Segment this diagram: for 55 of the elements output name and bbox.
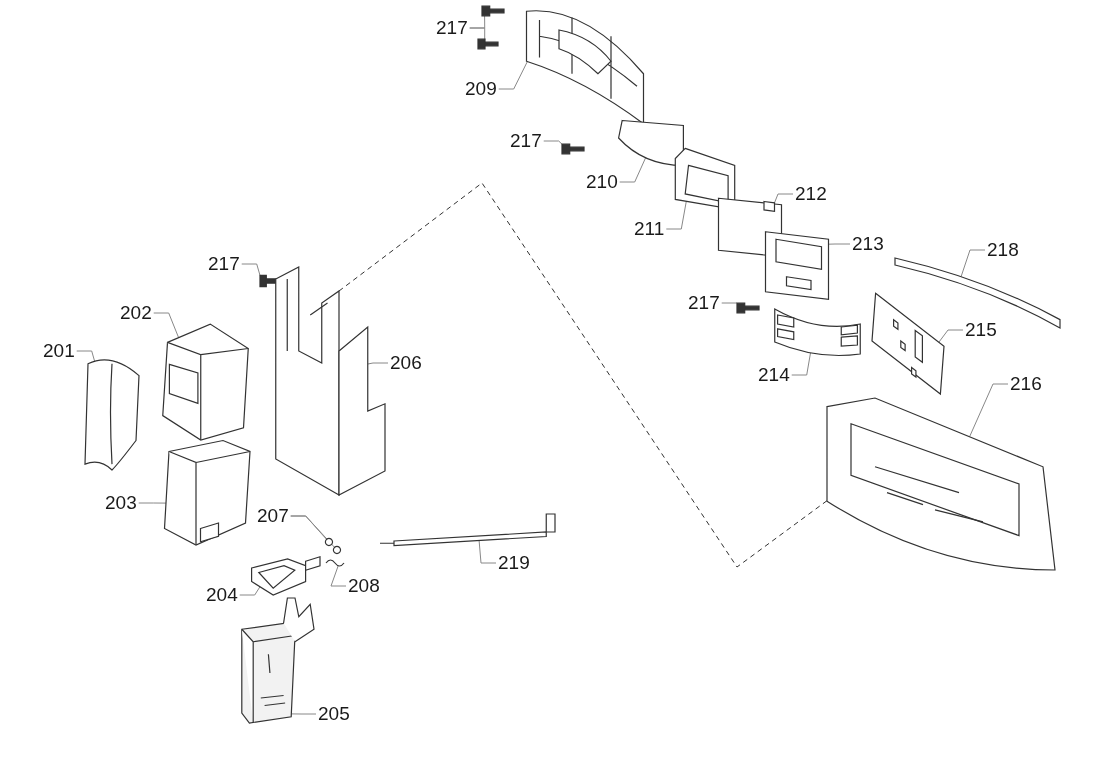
leader-line — [791, 352, 811, 376]
leader-line — [721, 302, 738, 304]
screw-drawing — [478, 38, 498, 50]
callout-number: 201 — [43, 340, 75, 362]
screw-drawing — [260, 274, 278, 288]
part-drawing — [238, 598, 314, 723]
callout-number: 203 — [105, 492, 137, 514]
leader-line — [330, 565, 347, 587]
screw-drawing — [562, 143, 584, 155]
callout-number: 207 — [257, 505, 289, 527]
leader-line — [239, 586, 261, 596]
callout-number: 213 — [852, 233, 884, 255]
callout-number: 205 — [318, 703, 350, 725]
leader-line — [138, 502, 167, 504]
leader-line — [153, 312, 180, 339]
part-drawing — [326, 557, 344, 569]
detail-outline-line — [338, 182, 828, 568]
callout-number: 208 — [348, 575, 380, 597]
callout-number: 206 — [390, 352, 422, 374]
callout-number: 212 — [795, 183, 827, 205]
leader-line — [543, 140, 563, 145]
leader-line — [828, 243, 851, 245]
callout-number: 202 — [120, 302, 152, 324]
leader-line — [478, 540, 497, 564]
leader-line — [76, 350, 96, 362]
part-drawing — [325, 538, 333, 546]
leader-line — [960, 249, 986, 278]
callout-number: 214 — [758, 364, 790, 386]
callout-number: 210 — [586, 171, 618, 193]
leader-line — [367, 362, 389, 365]
callout-number: 218 — [987, 239, 1019, 261]
leader-line — [938, 329, 964, 343]
leader-line — [241, 263, 261, 276]
part-drawing — [615, 118, 687, 168]
callout-number: 219 — [498, 552, 530, 574]
callout-number: 209 — [465, 78, 497, 100]
part-drawing — [762, 228, 832, 303]
callout-number: 215 — [965, 319, 997, 341]
callout-number: 211 — [634, 218, 665, 240]
leader-line — [469, 27, 486, 40]
leader-line — [498, 61, 528, 90]
screw-drawing — [482, 5, 504, 17]
callout-number: 204 — [206, 584, 238, 606]
callout-number: 217 — [688, 292, 720, 314]
screw-drawing — [737, 302, 759, 314]
callout-number: 217 — [510, 130, 542, 152]
leader-line — [774, 193, 794, 204]
leader-line — [619, 157, 647, 183]
callout-number: 217 — [208, 253, 240, 275]
callout-number: 216 — [1010, 373, 1042, 395]
part-drawing — [333, 546, 341, 554]
leader-line — [290, 515, 335, 548]
leader-line — [969, 383, 1009, 438]
callout-number: 217 — [436, 17, 468, 39]
leader-line — [665, 200, 687, 230]
